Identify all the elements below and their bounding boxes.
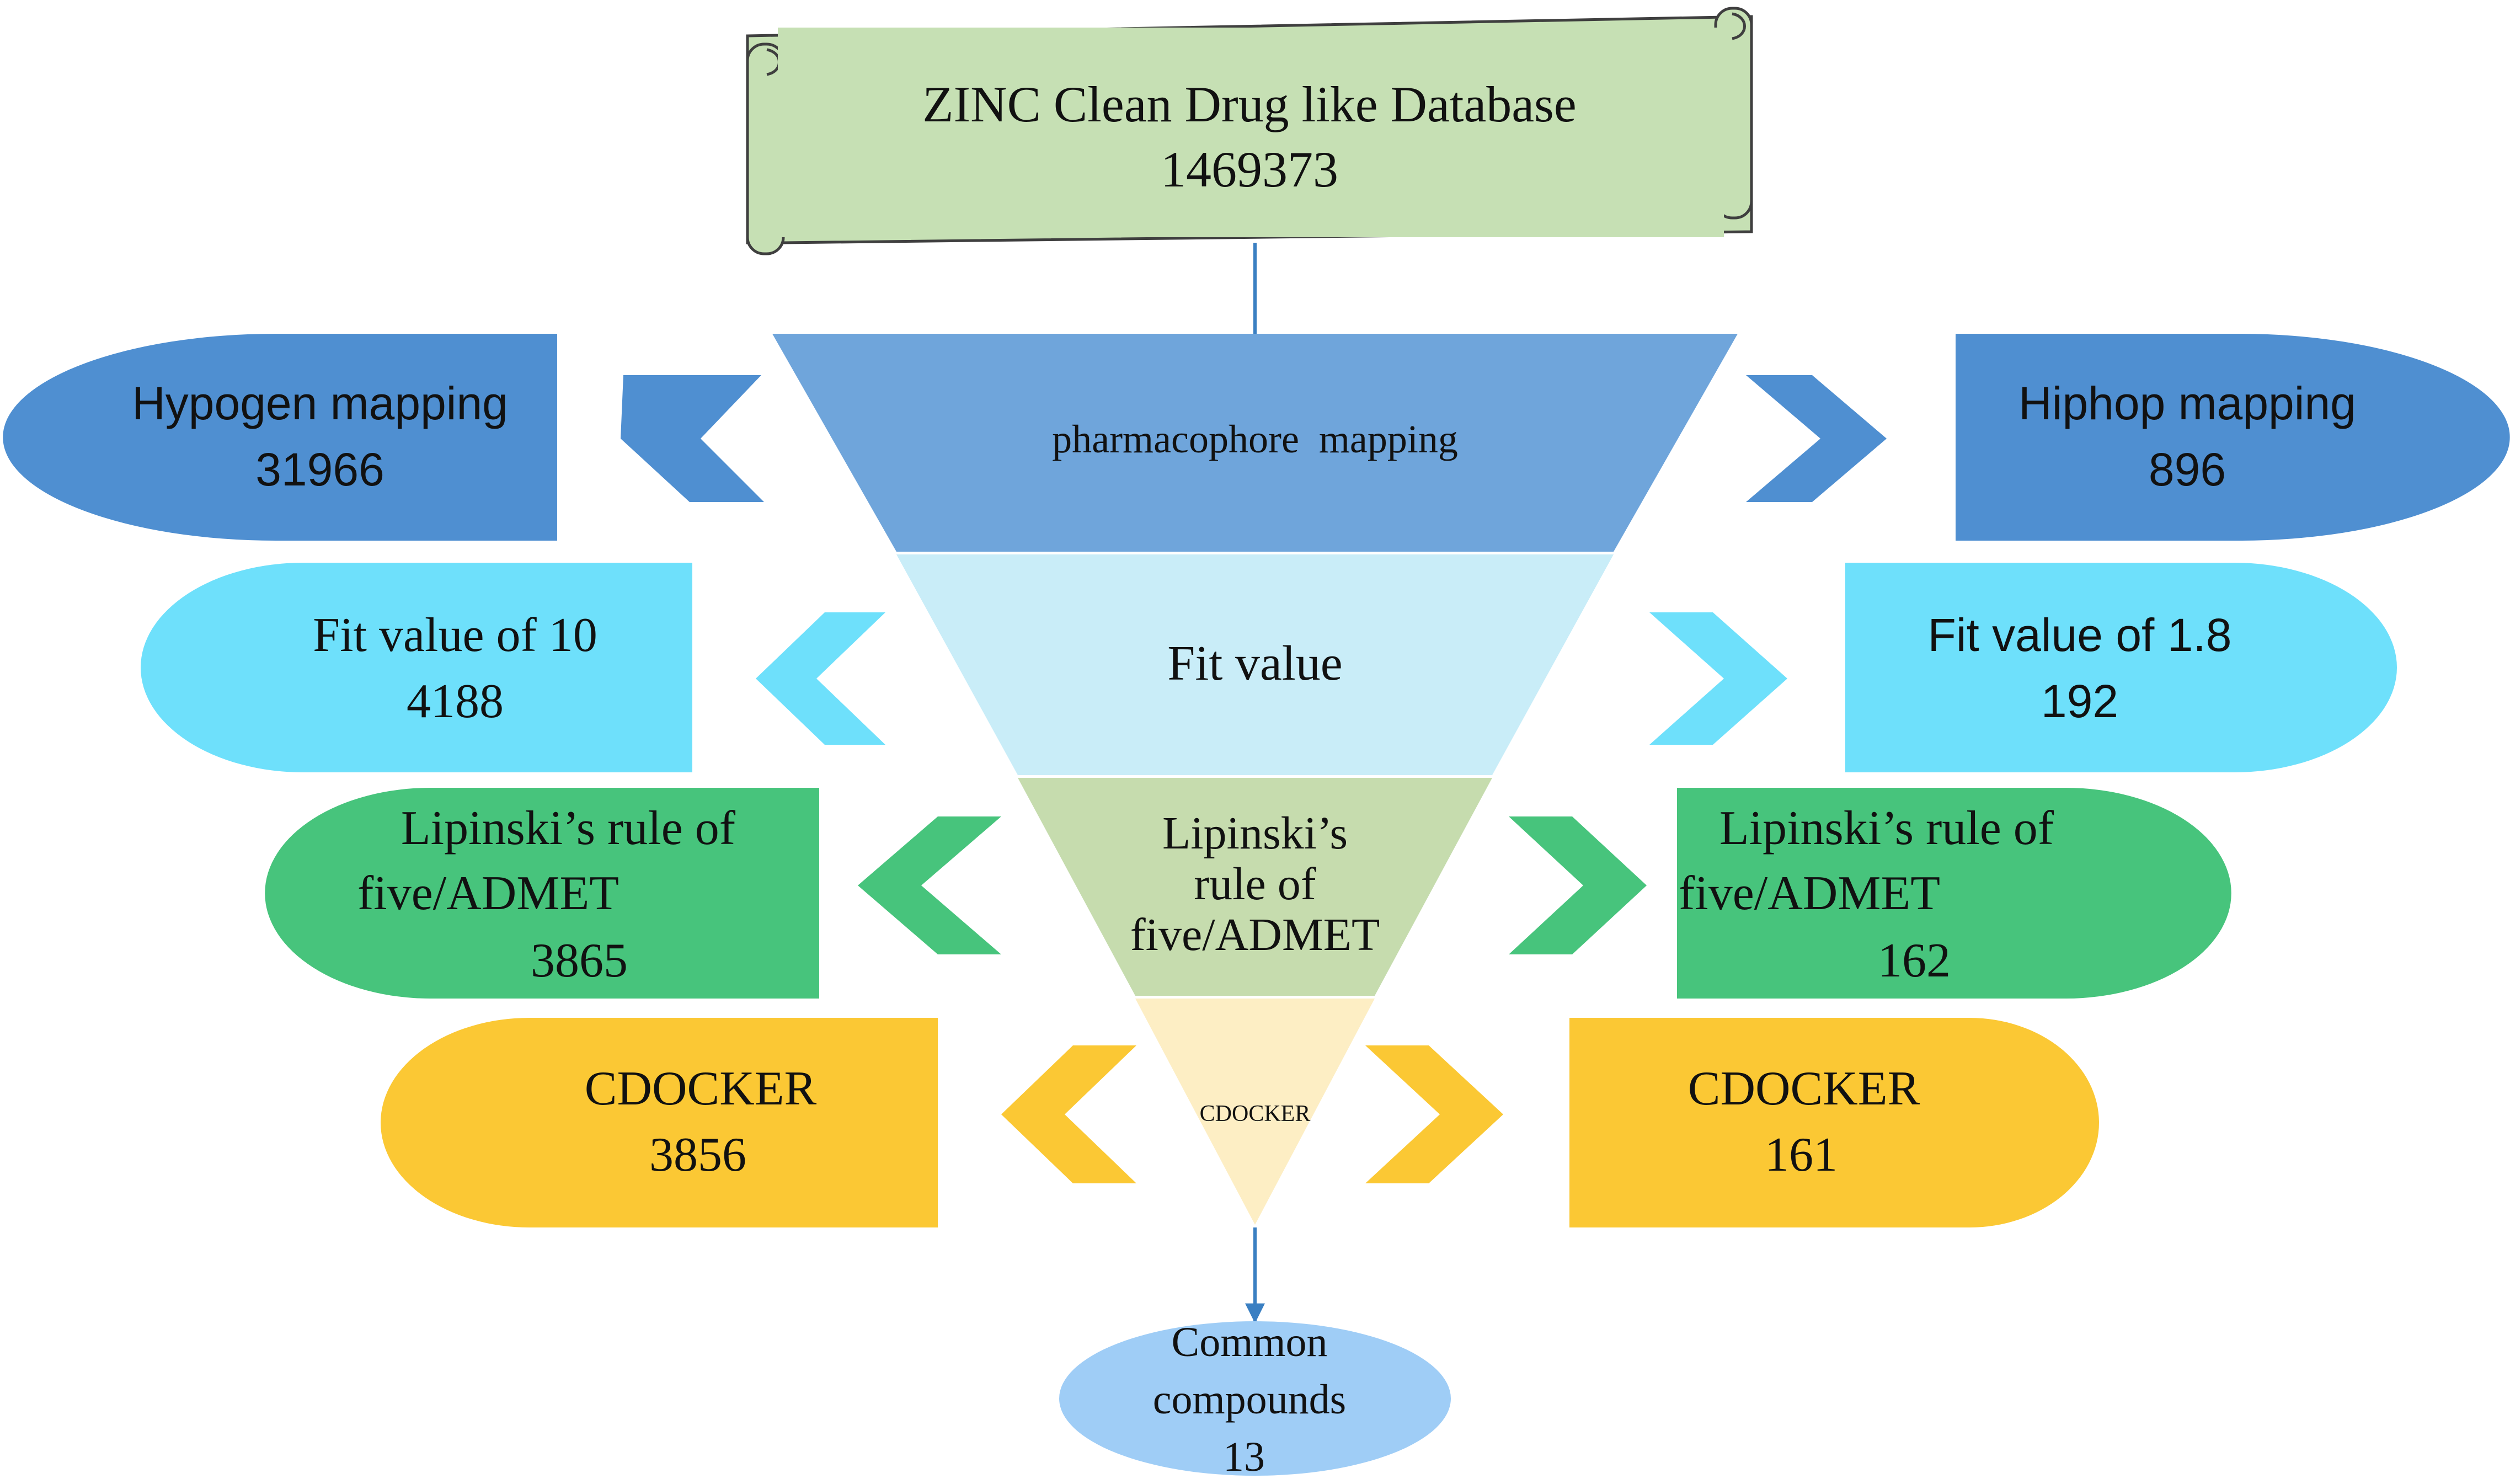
right-box-lipinski — [1677, 788, 2231, 999]
right-chevron-icon — [1746, 375, 1887, 502]
right-chevron-icon — [1649, 612, 1787, 745]
scroll-right-curl — [1732, 12, 1746, 40]
scroll-face — [778, 28, 1724, 237]
funnel-stage-cdocker — [1135, 999, 1375, 1225]
left-branch: Hypogen mapping 31966 Fit value of 10 41… — [3, 334, 938, 1227]
right-hiphop-count: 896 — [2149, 444, 2226, 495]
funnel-stage-pharmacophore-label: pharmacophore mapping — [1052, 417, 1458, 461]
result-count: 13 — [1223, 1434, 1265, 1480]
right-hiphop-label: Hiphop mapping — [2018, 377, 2356, 429]
right-box-fit-value — [1845, 563, 2397, 772]
result-line2: compounds — [1153, 1376, 1346, 1423]
funnel-stage-lipinski-line3: five/ADMET — [1130, 909, 1380, 960]
left-hypogen-label: Hypogen mapping — [132, 377, 508, 429]
left-chevron-icon — [621, 375, 764, 502]
result-ellipse — [1059, 1321, 1451, 1476]
funnel-stage-lipinski-line1: Lipinski’s — [1162, 808, 1348, 859]
source-title: ZINC Clean Drug like Database — [922, 76, 1576, 132]
right-branch: Hiphop mapping 896 Fit value of 1.8 192 … — [1569, 334, 2510, 1227]
right-fit-value-label: Fit value of 1.8 — [1928, 609, 2232, 661]
right-cdocker-count: 161 — [1765, 1128, 1838, 1182]
chevrons-left — [621, 375, 1136, 1183]
right-box-hiphop — [1956, 334, 2510, 541]
funnel-stage-pharmacophore — [772, 334, 1738, 552]
left-hypogen-count: 31966 — [255, 444, 384, 495]
right-chevron-icon — [1365, 1045, 1503, 1183]
right-lipinski-count: 162 — [1878, 934, 1951, 987]
source-database-scroll: ZINC Clean Drug like Database 1469373 — [746, 7, 1753, 255]
funnel-stage-fit-value — [896, 554, 1614, 775]
source-count: 1469373 — [1161, 141, 1338, 197]
left-box-lipinski — [265, 788, 820, 999]
left-lipinski-line2: five/ADMET — [357, 867, 619, 920]
left-fit-value-count: 4188 — [407, 675, 504, 728]
left-cdocker-label: CDOCKER — [585, 1062, 817, 1115]
right-chevron-icon — [1509, 816, 1647, 954]
result-line1: Common — [1172, 1319, 1328, 1365]
right-cdocker-label: CDOCKER — [1688, 1062, 1920, 1115]
left-fit-value-label: Fit value of 10 — [313, 608, 597, 662]
chevrons-right — [1365, 375, 1887, 1183]
funnel-stage-fit-value-label: Fit value — [1167, 636, 1342, 691]
funnel-stage-lipinski — [1018, 778, 1492, 996]
left-box-hypogen — [3, 334, 557, 541]
left-chevron-icon — [756, 612, 885, 745]
right-fit-value-count: 192 — [2041, 675, 2118, 727]
left-cdocker-count: 3856 — [649, 1128, 746, 1182]
funnel-stage-lipinski-line2: rule of — [1194, 858, 1316, 910]
common-compounds-result: Common compounds 13 — [1059, 1319, 1451, 1480]
funnel: pharmacophore mapping Fit value Lipinski… — [772, 334, 1738, 1225]
right-box-cdocker — [1569, 1018, 2099, 1227]
right-lipinski-line2: five/ADMET — [1679, 867, 1940, 920]
left-box-fit-value — [141, 563, 692, 772]
funnel-stage-cdocker-label: CDOCKER — [1200, 1101, 1311, 1127]
right-lipinski-line1: Lipinski’s rule of — [1719, 802, 2054, 855]
left-lipinski-count: 3865 — [531, 934, 628, 987]
left-lipinski-line1: Lipinski’s rule of — [401, 802, 736, 855]
left-chevron-icon — [1001, 1045, 1136, 1183]
left-chevron-icon — [858, 816, 1001, 954]
left-box-cdocker — [381, 1018, 938, 1227]
